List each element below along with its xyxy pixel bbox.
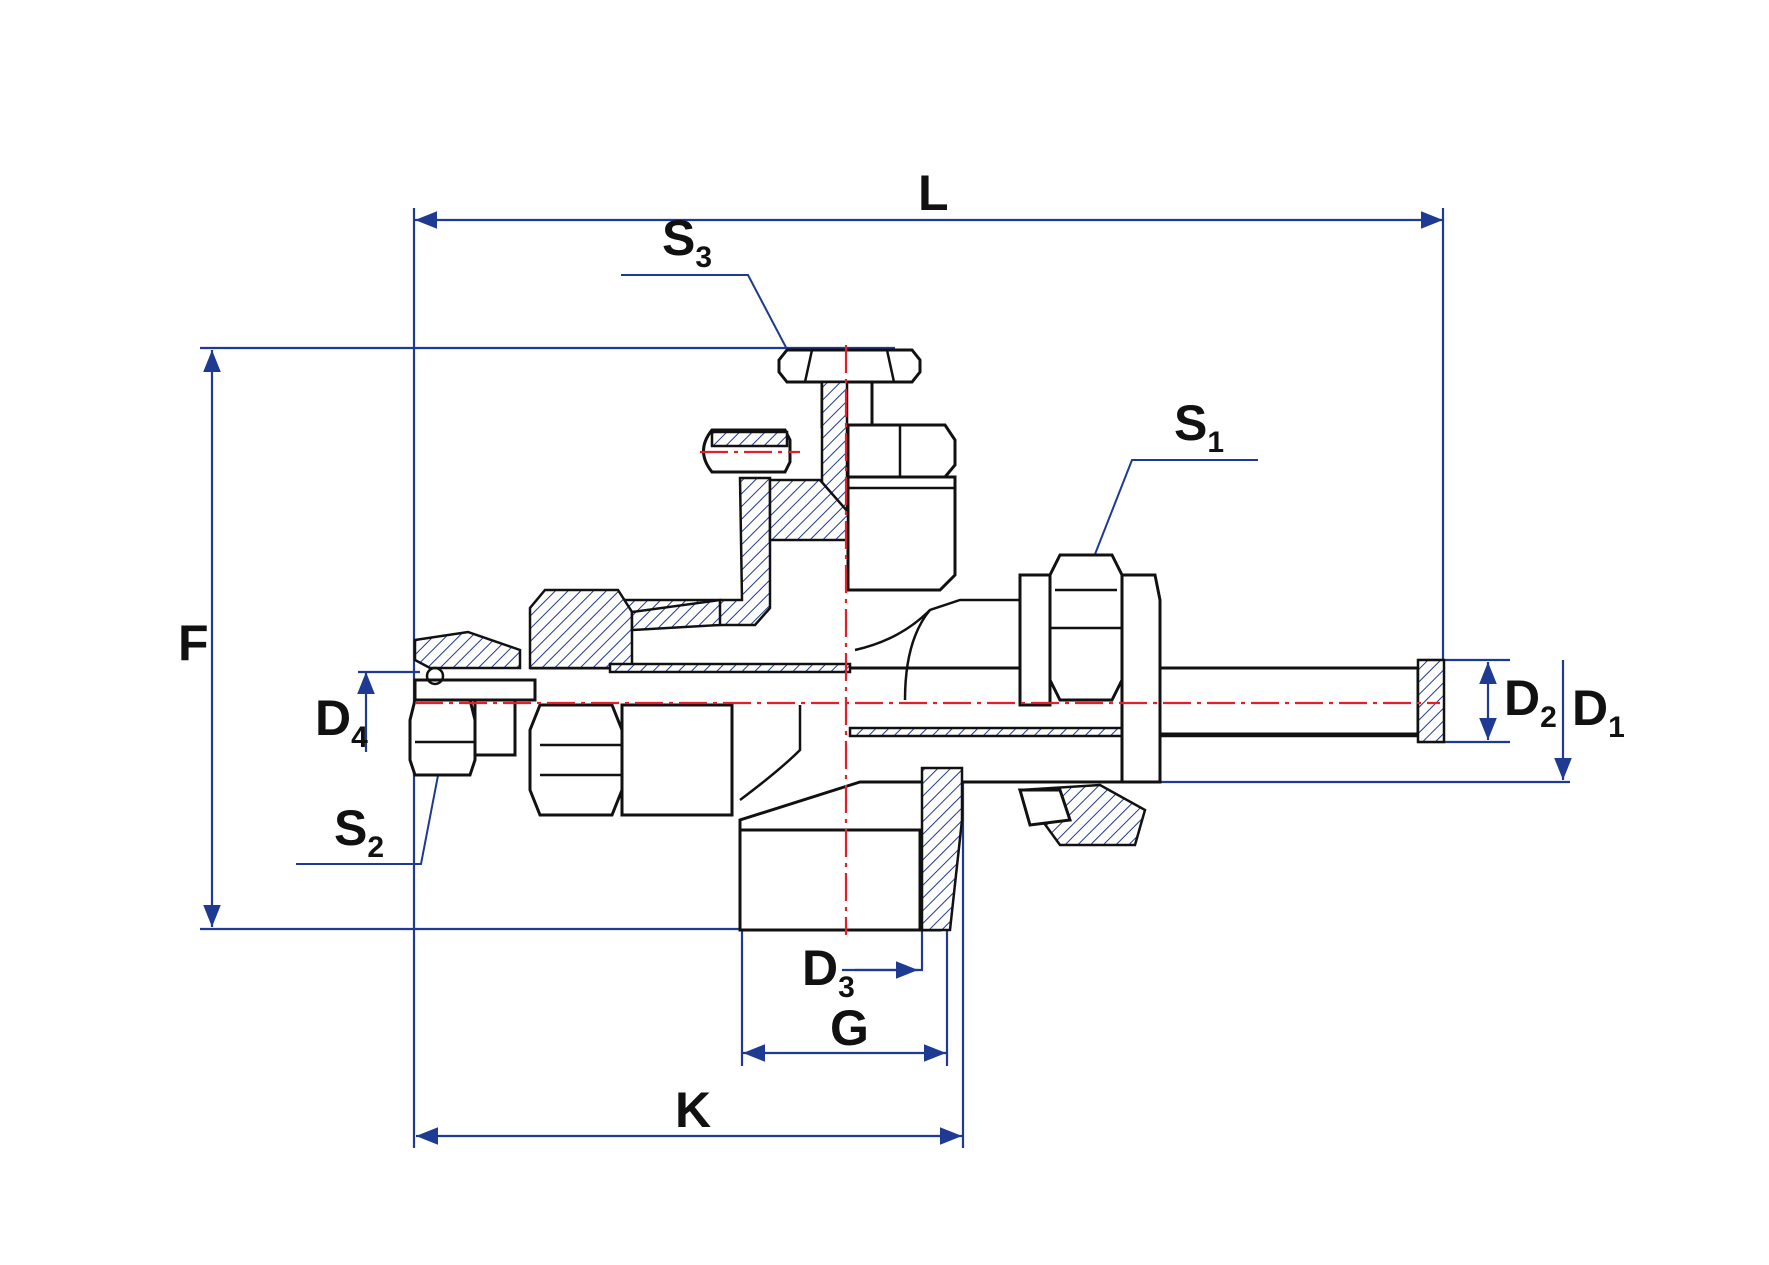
body-curve-right	[903, 609, 931, 701]
label-s3: S3	[662, 210, 712, 274]
label-f: F	[178, 615, 209, 671]
s2-fitting-section	[413, 630, 522, 670]
lower-right-cap	[1018, 788, 1073, 827]
label-k: K	[675, 1082, 711, 1138]
vent-section	[710, 430, 789, 448]
outlet-spigot	[738, 828, 922, 932]
leader-s2	[296, 764, 441, 865]
dimension-labels: L F K G S3 S1 S2 D1 D2 D3 D4	[178, 165, 1625, 1138]
s2-hex	[408, 698, 477, 777]
leader-s1	[1087, 459, 1258, 573]
dimension-lines	[200, 208, 1572, 1148]
bonnet-seat-section	[768, 478, 850, 542]
bonnet-body	[846, 475, 957, 592]
bonnet-nut	[846, 423, 957, 479]
valve-body	[408, 348, 1446, 932]
leader-s3	[621, 274, 791, 356]
s2-sleeve	[473, 698, 517, 757]
label-d4: D4	[315, 690, 368, 754]
lower-right-section	[920, 766, 964, 932]
bore-sleeve-upper	[608, 662, 852, 674]
handwheel-line-a	[803, 349, 814, 383]
label-g: G	[830, 1000, 869, 1056]
label-s1: S1	[1174, 395, 1224, 459]
s2-neck	[413, 678, 537, 702]
leader-lines	[296, 274, 1258, 865]
right-pipe-end	[1416, 658, 1446, 744]
left-union-section	[528, 588, 634, 670]
label-d3: D3	[802, 940, 855, 1004]
body-curve-upper	[854, 598, 1020, 652]
label-d1: D1	[1572, 680, 1625, 744]
left-union-collar	[630, 598, 722, 632]
label-l: L	[918, 165, 949, 221]
handwheel-line-b	[885, 349, 896, 383]
s1-sleeve-left	[1018, 573, 1052, 707]
right-pipe	[1158, 666, 1420, 736]
label-s2: S2	[334, 800, 384, 864]
left-union-sleeve	[620, 703, 734, 817]
handwheel-nut	[777, 348, 922, 384]
s1-sleeve-right	[1120, 573, 1162, 784]
s2-ball	[425, 666, 445, 686]
dim-d3-line	[842, 930, 924, 972]
body-curve-lower-left	[739, 705, 802, 801]
centerlines	[415, 345, 1440, 935]
label-d2: D2	[1504, 670, 1557, 734]
left-union-hex	[528, 703, 624, 817]
